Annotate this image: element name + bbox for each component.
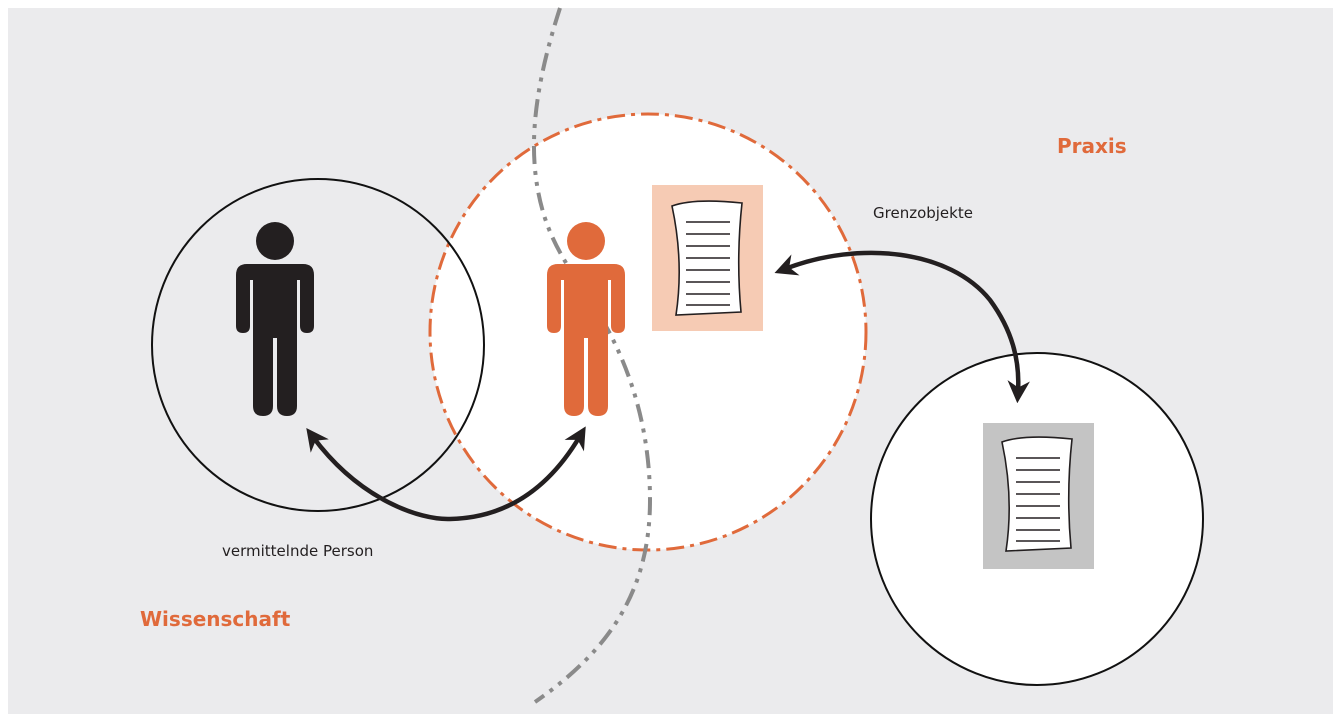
domain-boundary-line [531, 7, 653, 704]
boundary-object-document-icon [652, 185, 763, 331]
person-exchange-arrow [306, 426, 586, 522]
label-praxis: Praxis [1057, 134, 1127, 158]
science-actor-circle [151, 178, 485, 512]
label-vermittelnde-person: vermittelnde Person [222, 542, 373, 560]
boundary-object-arrow [774, 250, 1030, 404]
label-wissenschaft: Wissenschaft [140, 607, 291, 631]
mediating-person-icon [547, 222, 625, 416]
person-icon [236, 222, 314, 416]
practice-document-icon [983, 423, 1094, 569]
label-grenzobjekte: Grenzobjekte [873, 204, 973, 222]
boundary-zone-circle [428, 112, 868, 552]
